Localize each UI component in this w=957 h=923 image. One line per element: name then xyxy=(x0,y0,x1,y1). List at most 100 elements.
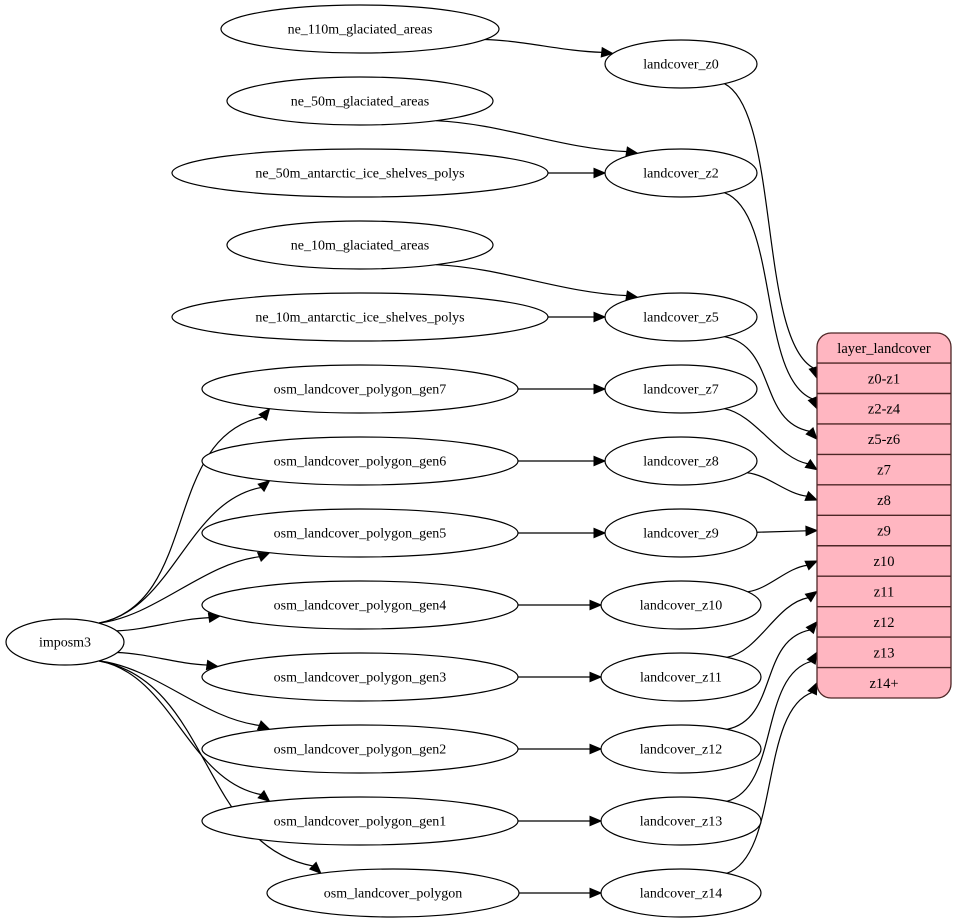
edge-arrowhead xyxy=(589,671,603,683)
node-osm_landcover_polygon_gen4[interactable]: osm_landcover_polygon_gen4 xyxy=(201,580,519,630)
node-label: osm_landcover_polygon_gen2 xyxy=(274,743,447,758)
node-ne_10m_glaciated_areas[interactable]: ne_10m_glaciated_areas xyxy=(226,220,494,270)
edge-arrowhead xyxy=(600,46,614,58)
edge-osm_landcover_polygon_gen3-to-landcover_z11 xyxy=(518,671,603,683)
node-landcover_z0[interactable]: landcover_z0 xyxy=(604,39,758,89)
edge-line xyxy=(98,660,260,727)
edge-imposm3-to-osm_landcover_polygon xyxy=(98,660,322,875)
edge-line xyxy=(724,408,809,465)
node-label: osm_landcover_polygon xyxy=(324,887,462,902)
node-ne_10m_antarctic_ice_shelves_polys[interactable]: ne_10m_antarctic_ice_shelves_polys xyxy=(171,292,549,342)
table-row-z2-z4[interactable]: z2-z4 xyxy=(817,394,951,424)
edge-arrowhead xyxy=(804,490,819,501)
edge-line xyxy=(98,416,264,624)
edge-osm_landcover_polygon_gen1-to-landcover_z13 xyxy=(518,815,603,827)
node-shape xyxy=(201,580,519,630)
node-label: osm_landcover_polygon_gen6 xyxy=(274,455,447,470)
node-label: ne_110m_glaciated_areas xyxy=(288,23,433,38)
node-ne_50m_glaciated_areas[interactable]: ne_50m_glaciated_areas xyxy=(226,76,494,126)
table-row-z7[interactable]: z7 xyxy=(817,454,951,484)
node-ne_50m_antarctic_ice_shelves_polys[interactable]: ne_50m_antarctic_ice_shelves_polys xyxy=(171,148,549,198)
edge-ne_110m_glaciated_areas-to-landcover_z0 xyxy=(484,38,614,58)
node-shape xyxy=(201,436,519,486)
node-shape xyxy=(600,580,762,630)
node-landcover_z9[interactable]: landcover_z9 xyxy=(604,508,758,558)
node-label: ne_10m_glaciated_areas xyxy=(291,239,429,254)
table-row-z14+[interactable]: z14+ xyxy=(817,668,951,698)
node-label: ne_50m_glaciated_areas xyxy=(291,95,429,110)
node-landcover_z11[interactable]: landcover_z11 xyxy=(600,652,762,702)
edge-arrowhead xyxy=(589,599,603,611)
table-row-label: z2-z4 xyxy=(868,402,901,418)
node-landcover_z14[interactable]: landcover_z14 xyxy=(600,868,762,918)
node-shape xyxy=(266,868,520,918)
edge-arrowhead xyxy=(257,789,271,803)
table-row-z5-z6[interactable]: z5-z6 xyxy=(817,424,951,454)
node-ne_110m_glaciated_areas[interactable]: ne_110m_glaciated_areas xyxy=(220,4,500,54)
table-row-z10[interactable]: z10 xyxy=(817,546,951,576)
table-row-z11[interactable]: z11 xyxy=(817,576,951,606)
table-row-z12[interactable]: z12 xyxy=(817,607,951,637)
node-shape xyxy=(171,148,549,198)
node-shape xyxy=(5,618,125,666)
node-osm_landcover_polygon[interactable]: osm_landcover_polygon xyxy=(266,868,520,918)
edge-landcover_z0-to-layer_landcover-z0-z1 xyxy=(724,83,819,380)
node-osm_landcover_polygon_gen6[interactable]: osm_landcover_polygon_gen6 xyxy=(201,436,519,486)
node-osm_landcover_polygon_gen3[interactable]: osm_landcover_polygon_gen3 xyxy=(201,652,519,702)
table-header-label: layer_landcover xyxy=(837,341,931,357)
node-label: osm_landcover_polygon_gen3 xyxy=(274,671,447,686)
node-imposm3[interactable]: imposm3 xyxy=(5,618,125,666)
node-shape xyxy=(201,724,519,774)
node-label: landcover_z14 xyxy=(640,887,722,902)
table-row-label: z11 xyxy=(874,584,894,600)
node-landcover_z5[interactable]: landcover_z5 xyxy=(604,292,758,342)
edge-landcover_z11-to-layer_landcover-z11 xyxy=(726,590,819,658)
node-label: imposm3 xyxy=(39,636,91,651)
edge-landcover_z14-to-layer_landcover-z14- xyxy=(726,681,818,874)
node-label: landcover_z0 xyxy=(643,58,718,73)
edge-landcover_z12-to-layer_landcover-z12 xyxy=(726,620,818,730)
node-landcover_z10[interactable]: landcover_z10 xyxy=(600,580,762,630)
table-row-label: z9 xyxy=(877,524,891,540)
node-label: landcover_z11 xyxy=(640,671,722,686)
node-osm_landcover_polygon_gen5[interactable]: osm_landcover_polygon_gen5 xyxy=(201,508,519,558)
edge-arrowhead xyxy=(804,590,819,603)
node-shape xyxy=(201,796,519,846)
table-row-z8[interactable]: z8 xyxy=(817,485,951,515)
node-shape xyxy=(600,868,762,918)
table-row-z13[interactable]: z13 xyxy=(817,637,951,667)
edge-arrowhead xyxy=(804,560,819,571)
node-shape xyxy=(604,364,758,414)
node-landcover_z8[interactable]: landcover_z8 xyxy=(604,436,758,486)
table-row-z9[interactable]: z9 xyxy=(817,515,951,545)
node-shape xyxy=(201,364,519,414)
node-label: landcover_z2 xyxy=(643,167,718,182)
edge-osm_landcover_polygon-to-landcover_z14 xyxy=(519,887,603,899)
table-row-z0-z1[interactable]: z0-z1 xyxy=(817,363,951,393)
node-label: osm_landcover_polygon_gen4 xyxy=(274,599,447,614)
edge-landcover_z2-to-layer_landcover-z2-z4 xyxy=(724,192,818,410)
node-shape xyxy=(201,652,519,702)
node-landcover_z13[interactable]: landcover_z13 xyxy=(600,796,762,846)
node-osm_landcover_polygon_gen1[interactable]: osm_landcover_polygon_gen1 xyxy=(201,796,519,846)
edge-arrowhead xyxy=(805,525,819,537)
edge-line xyxy=(726,629,811,730)
table-row-label: z14+ xyxy=(869,676,898,692)
edge-arrowhead xyxy=(805,427,818,441)
node-landcover_z7[interactable]: landcover_z7 xyxy=(604,364,758,414)
edge-arrowhead xyxy=(807,396,818,410)
edge-line xyxy=(98,556,260,624)
edge-arrowhead xyxy=(805,620,818,635)
edge-arrowhead xyxy=(589,815,603,827)
node-landcover_z2[interactable]: landcover_z2 xyxy=(604,148,758,198)
edge-line xyxy=(747,564,808,593)
edge-imposm3-to-osm_landcover_polygon_gen6 xyxy=(98,479,271,624)
node-osm_landcover_polygon_gen2[interactable]: osm_landcover_polygon_gen2 xyxy=(201,724,519,774)
node-osm_landcover_polygon_gen7[interactable]: osm_landcover_polygon_gen7 xyxy=(201,364,519,414)
edge-line xyxy=(484,38,603,53)
edge-line xyxy=(117,651,208,666)
edge-ne_50m_glaciated_areas-to-landcover_z2 xyxy=(436,120,639,157)
node-landcover_z12[interactable]: landcover_z12 xyxy=(600,724,762,774)
table-row-label: z5-z6 xyxy=(868,432,900,448)
